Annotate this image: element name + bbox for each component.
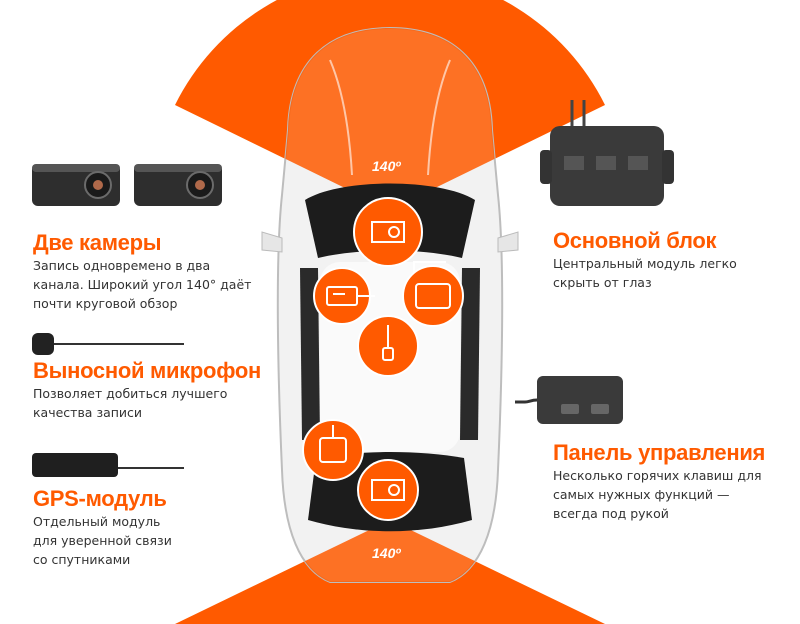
feature-title: Выносной микрофон: [33, 358, 261, 383]
desc-line: Отдельный модуль: [33, 514, 161, 529]
desc-line: Центральный модуль легко: [553, 256, 737, 271]
main-unit-icon: [313, 267, 375, 325]
gps-icon: [302, 419, 364, 481]
feature-cameras: Две камеры Запись одновремено в два кана…: [33, 230, 251, 313]
microphone-image: [32, 333, 184, 355]
feature-title: Основной блок: [553, 228, 717, 253]
feature-title: Две камеры: [33, 230, 162, 255]
desc-line: самых нужных функций —: [553, 487, 730, 502]
camera-icon: [353, 197, 423, 267]
microphone-icon: [357, 315, 419, 377]
feature-microphone: Выносной микрофон Позволяет добиться луч…: [33, 358, 261, 422]
desc-line: Несколько горячих клавиш для: [553, 468, 762, 483]
feature-title: Панель управления: [553, 440, 766, 465]
desc-line: скрыть от глаз: [553, 275, 652, 290]
desc-line: качества записи: [33, 405, 143, 420]
rear-angle-label: 140º: [372, 545, 401, 561]
control-panel-icon: [402, 261, 464, 327]
desc-line: Позволяет добиться лучшего: [33, 386, 228, 401]
feature-gps: GPS-модуль Отдельный модуль для уверенно…: [33, 486, 172, 569]
feature-desc: Несколько горячих клавиш для самых нужны…: [553, 466, 765, 523]
gps-module-image: [32, 453, 184, 477]
front-angle-label: 140º: [372, 158, 401, 174]
feature-desc: Позволяет добиться лучшего качества запи…: [33, 384, 261, 422]
feature-control-panel: Панель управления Несколько горячих клав…: [553, 440, 765, 523]
control-panel-image: [515, 376, 623, 424]
desc-line: канала. Широкий угол 140° даёт: [33, 277, 252, 292]
desc-line: почти круговой обзор: [33, 296, 178, 311]
main-unit-image: [540, 100, 674, 206]
desc-line: Запись одновремено в два: [33, 258, 211, 273]
desc-line: со спутниками: [33, 552, 131, 567]
feature-title: GPS-модуль: [33, 486, 167, 511]
feature-desc: Центральный модуль легко скрыть от глаз: [553, 254, 737, 292]
feature-desc: Отдельный модуль для уверенной связи со …: [33, 512, 172, 569]
feature-main-unit: Основной блок Центральный модуль легко с…: [553, 228, 737, 292]
rear-camera-icon: [357, 459, 419, 521]
desc-line: для уверенной связи: [33, 533, 172, 548]
cameras-image: [32, 164, 222, 206]
feature-desc: Запись одновремено в два канала. Широкий…: [33, 256, 251, 313]
desc-line: всегда под рукой: [553, 506, 669, 521]
